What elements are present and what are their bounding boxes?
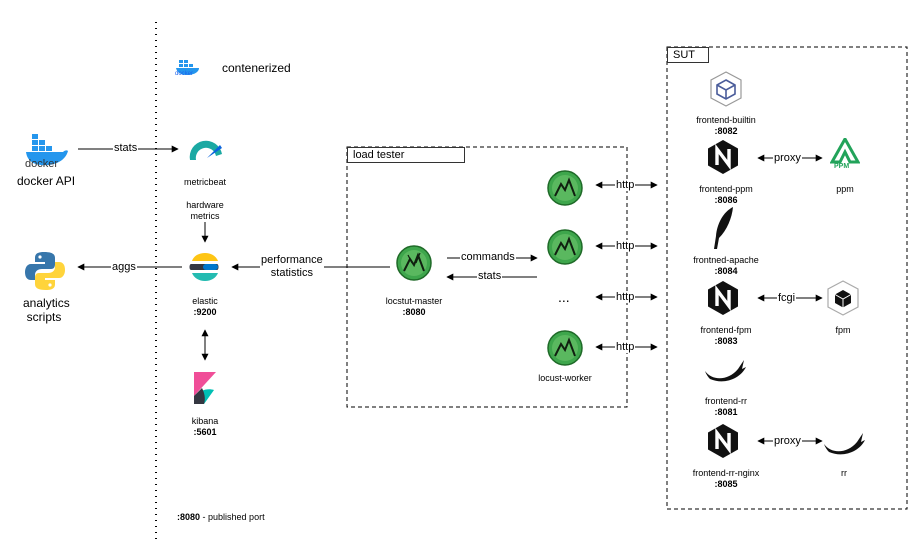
docker-icon: docker	[23, 132, 69, 170]
sut-title: SUT	[667, 47, 709, 63]
elastic-label: elastic :9200	[180, 296, 230, 318]
perf-line2: statistics	[270, 267, 313, 279]
analytics-label: analytics scripts	[23, 296, 70, 324]
port-legend: :8080 - published port	[177, 512, 265, 522]
docker-api-label: docker API	[17, 174, 76, 188]
cube-icon	[826, 280, 860, 316]
elastic-name: elastic	[192, 296, 218, 306]
frontend-ppm-label: frontend-ppm :8086	[686, 184, 766, 206]
hardware-metrics-line2: metrics	[190, 211, 220, 221]
frontend-ppm-name: frontend-ppm	[699, 184, 753, 194]
worker-ellipsis: ...	[558, 289, 570, 305]
sut-box	[666, 46, 908, 510]
metricbeat-icon	[187, 134, 225, 162]
roadrunner-icon	[704, 357, 746, 383]
edge-label-stats-locust: stats	[477, 270, 503, 282]
edge-label-stats-docker: stats	[113, 142, 139, 154]
edge-label-http-3: http	[615, 291, 636, 303]
analytics-line1: analytics	[23, 296, 70, 310]
locust-worker-icon	[547, 330, 583, 366]
docker-wordmark: docker	[25, 158, 59, 170]
docker-small-wordmark: docker	[175, 71, 194, 77]
frontend-rr-label: frontend-rr :8081	[686, 396, 766, 418]
kibana-icon	[192, 372, 218, 404]
apache-feather-icon	[713, 206, 735, 250]
frontend-builtin-label: frontend-builtin :8082	[686, 115, 766, 137]
kibana-label: kibana :5601	[180, 416, 230, 438]
frontend-ppm-port: :8086	[714, 195, 738, 205]
load-tester-box	[346, 146, 628, 408]
edge-label-performance-statistics: performance statistics	[260, 254, 324, 280]
edge-label-http-2: http	[615, 240, 636, 252]
legend-text: - published port	[200, 512, 265, 522]
locust-master-icon	[396, 245, 432, 281]
frontend-rr-nginx-port: :8085	[714, 479, 738, 489]
frontend-rr-name: frontend-rr	[704, 396, 748, 406]
rr-label: rr	[841, 468, 847, 478]
frontend-apache-label: frontned-apache :8084	[681, 255, 771, 277]
nginx-icon	[708, 281, 738, 315]
frontend-fpm-label: frontend-fpm :8083	[686, 325, 766, 347]
edge-label-http-4: http	[615, 341, 636, 353]
nginx-icon	[708, 140, 738, 174]
edge-label-proxy-ppm: proxy	[773, 152, 802, 164]
elastic-port: :9200	[193, 307, 217, 317]
frontend-apache-port: :8084	[714, 266, 738, 276]
frontend-fpm-name: frontend-fpm	[700, 325, 752, 335]
locust-master-label: locstut-master :8080	[376, 296, 452, 318]
locust-worker-label: locust-worker	[538, 373, 592, 383]
frontend-builtin-port: :8082	[714, 126, 738, 136]
perf-line1: performance	[261, 254, 323, 266]
kibana-port: :5601	[193, 427, 217, 437]
docker-icon: docker	[175, 57, 203, 79]
edge-label-aggs: aggs	[111, 261, 137, 273]
frontend-rr-nginx-label: frontend-rr-nginx :8085	[681, 468, 771, 490]
hardware-metrics-label: hardware metrics	[175, 200, 235, 222]
frontend-rr-port: :8081	[714, 407, 738, 417]
frontend-rr-nginx-name: frontend-rr-nginx	[692, 468, 760, 478]
legend-port: :8080	[177, 512, 201, 522]
locust-worker-icon	[547, 229, 583, 265]
load-tester-title: load tester	[347, 147, 465, 163]
frontend-apache-name: frontned-apache	[693, 255, 759, 265]
kibana-name: kibana	[191, 416, 219, 426]
master-name: locstut-master	[385, 296, 443, 306]
ppm-logo-text: PPM	[834, 163, 850, 170]
fpm-label: fpm	[835, 325, 851, 335]
nginx-icon	[708, 424, 738, 458]
elastic-icon	[189, 252, 221, 282]
frontend-builtin-name: frontend-builtin	[696, 115, 756, 125]
ppm-icon: PPM	[829, 135, 861, 174]
hardware-metrics-line1: hardware	[186, 200, 224, 210]
roadrunner-icon	[823, 430, 865, 456]
edge-label-http-1: http	[615, 179, 636, 191]
ppm-label: ppm	[836, 184, 854, 194]
frontend-fpm-port: :8083	[714, 336, 738, 346]
containerized-label: contenerized	[222, 61, 291, 75]
metricbeat-label: metricbeat	[183, 177, 227, 187]
edge-label-proxy-rr: proxy	[773, 435, 802, 447]
edge-label-commands: commands	[460, 251, 516, 263]
edge-label-fcgi: fcgi	[777, 292, 797, 304]
cube-outline-icon	[709, 71, 743, 107]
master-port: :8080	[402, 307, 426, 317]
python-icon	[24, 250, 66, 292]
locust-worker-icon	[547, 170, 583, 206]
analytics-line2: scripts	[26, 310, 62, 324]
